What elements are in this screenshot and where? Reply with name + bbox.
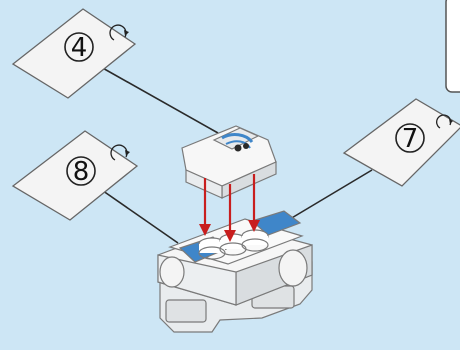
step-number: 7 xyxy=(402,124,419,154)
side-panel xyxy=(446,0,460,92)
step-number: 4 xyxy=(71,33,88,63)
step-number: 8 xyxy=(73,157,90,187)
